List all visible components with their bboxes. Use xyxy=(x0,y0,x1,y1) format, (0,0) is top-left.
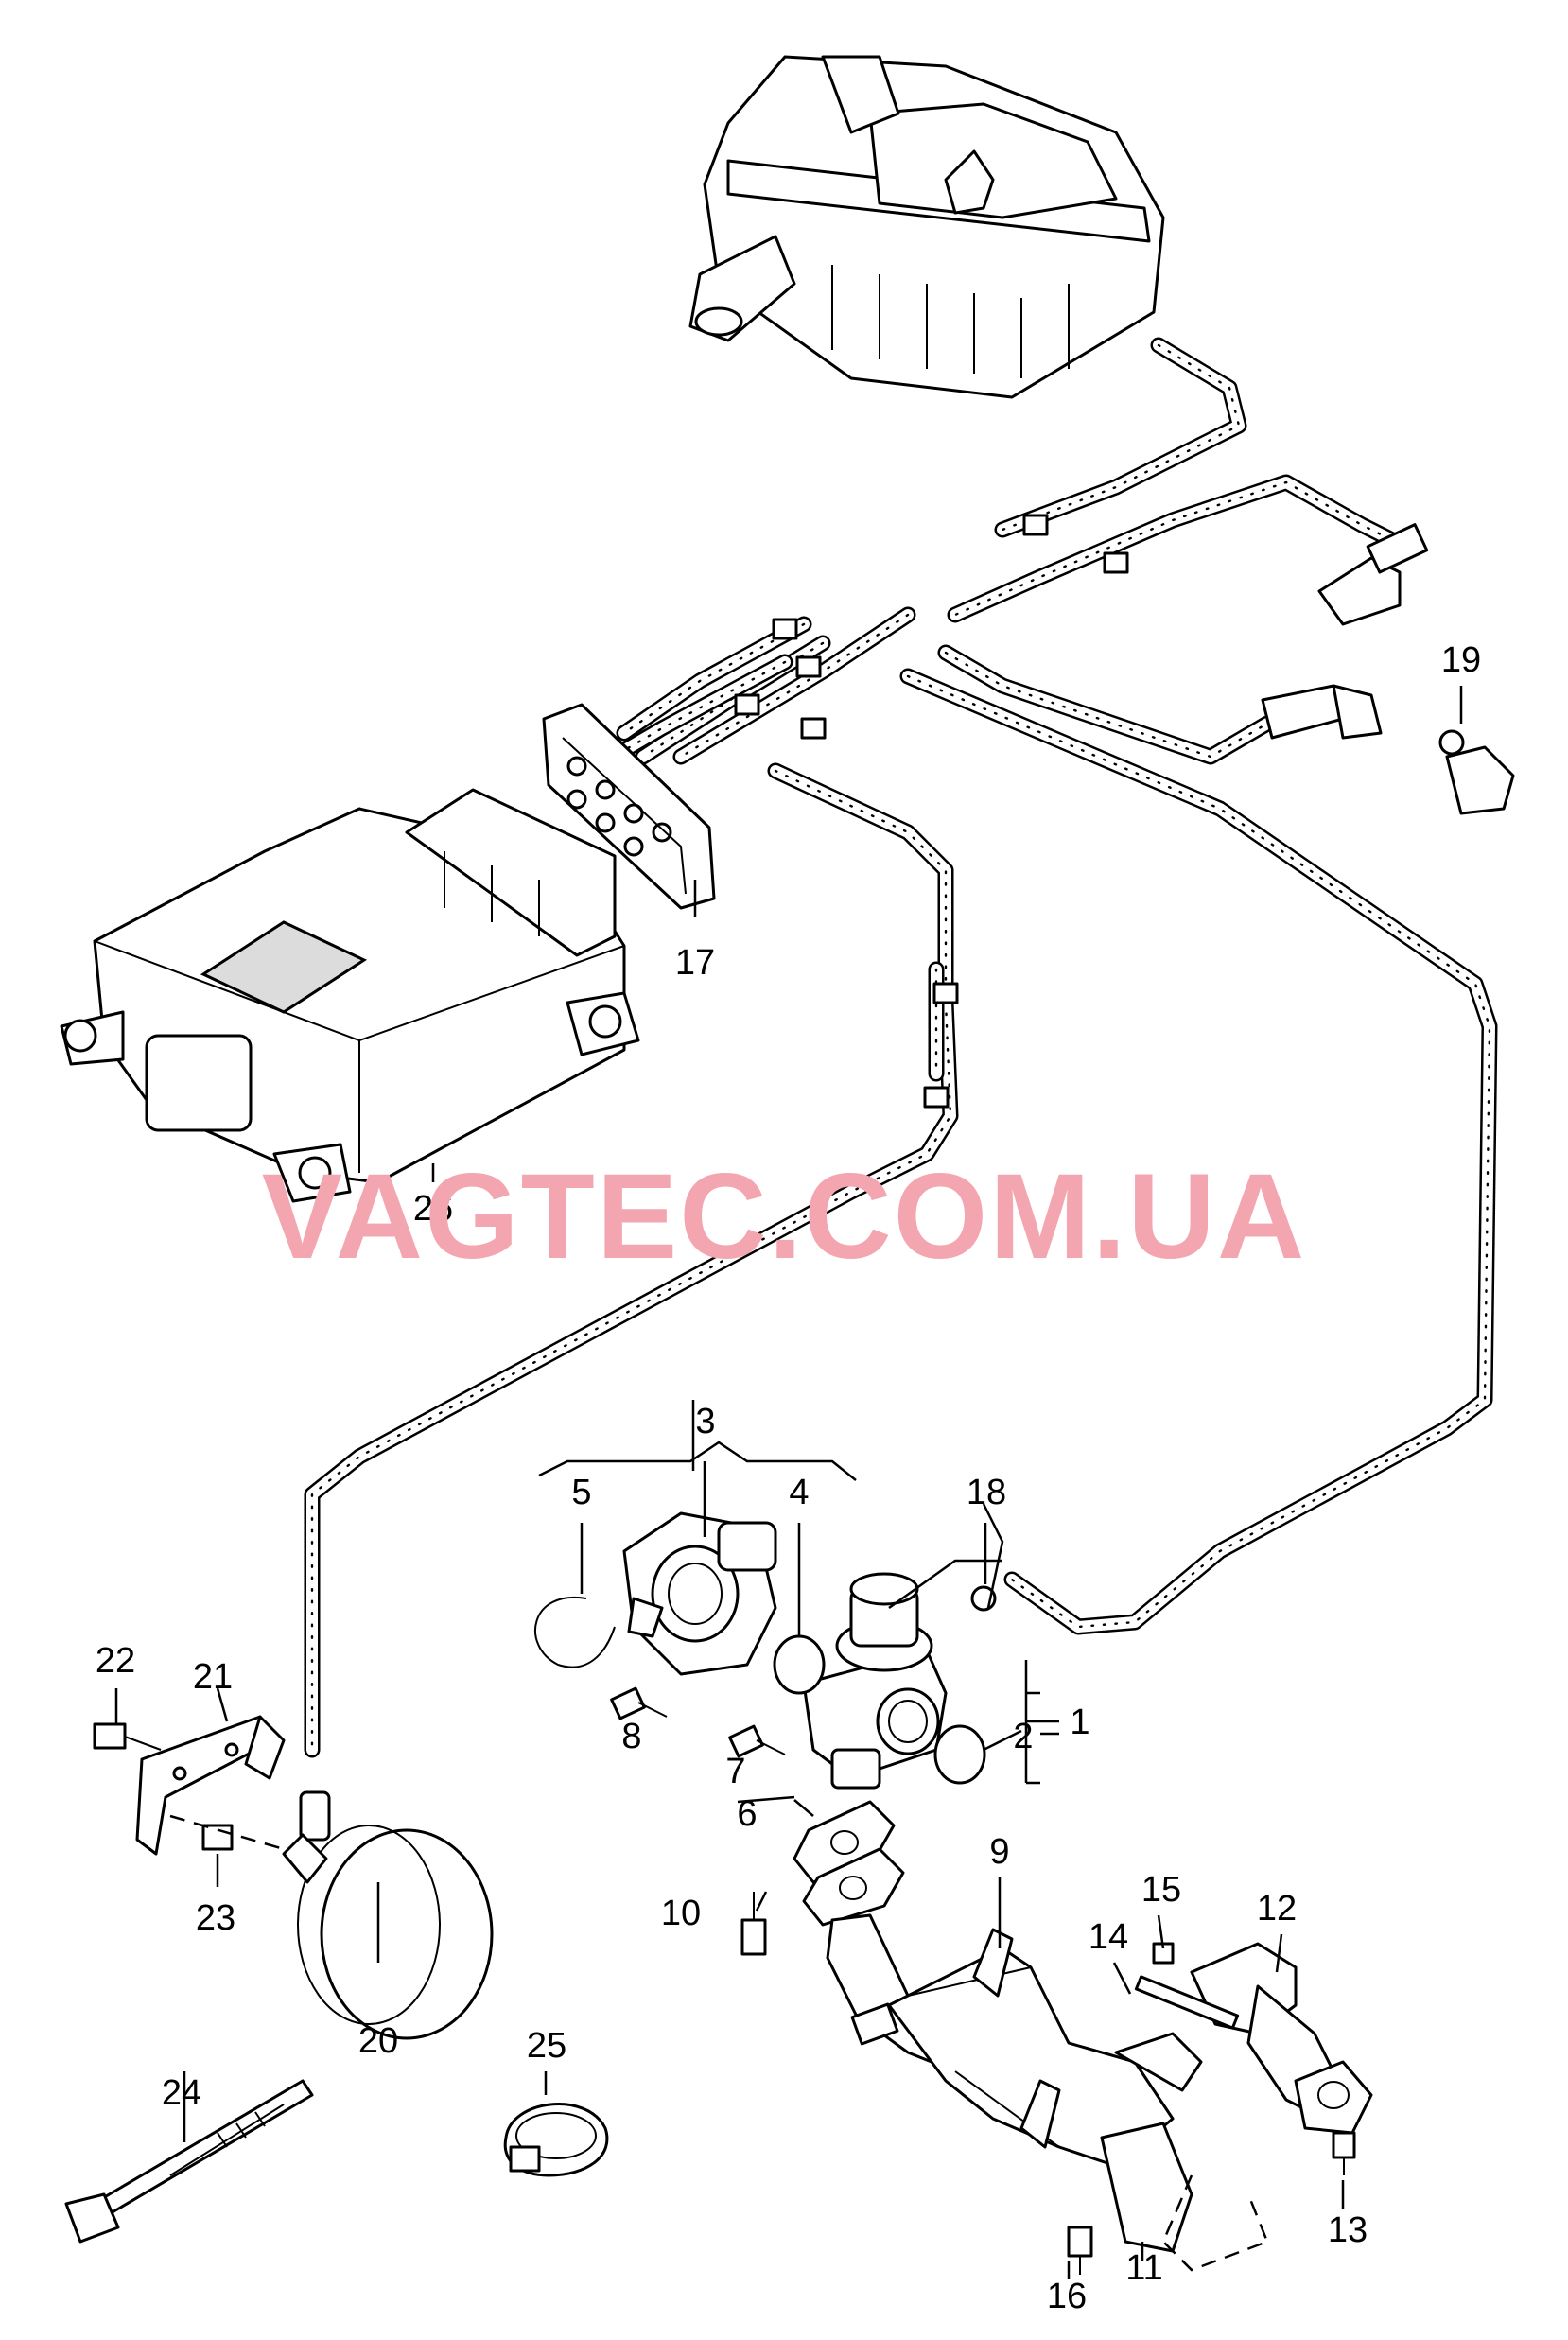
hose-clip xyxy=(503,2103,609,2177)
hose-clip-7 xyxy=(932,982,959,1004)
vacuum-hose-6-hose-dots xyxy=(603,660,787,763)
callout-26: 26 xyxy=(413,1189,453,1229)
leader-line-1 xyxy=(1024,1660,1059,1785)
callout-19: 19 xyxy=(1441,640,1481,680)
leader-line-13 xyxy=(1275,1933,1283,1973)
callout-16: 16 xyxy=(1047,2277,1087,2316)
vacuum-hose-3-hose-dots xyxy=(944,651,1269,759)
circlip-5 xyxy=(534,1596,616,1668)
watermark-text: VAGTEC.COM.UA xyxy=(262,1149,1307,1284)
mounting-bracket xyxy=(93,1715,286,1856)
vacuum-hose-1-hose-inner xyxy=(997,340,1245,535)
callout-7: 7 xyxy=(725,1752,745,1791)
hose-clip-8 xyxy=(923,1086,950,1109)
callout-20: 20 xyxy=(358,2021,398,2061)
callout-18: 18 xyxy=(967,1473,1006,1512)
egr-pipe-2 xyxy=(1190,1942,1373,2135)
bolts xyxy=(610,1686,1356,2275)
egr-pipe xyxy=(826,1913,1203,2253)
callout-3: 3 xyxy=(695,1402,715,1441)
callout-numbers: 1234567891011121314151617181920212223242… xyxy=(96,640,1481,2316)
vacuum-hose-8-hose-inner xyxy=(902,671,1495,1633)
hose-clip-2 xyxy=(1103,551,1129,574)
leader-line-15 xyxy=(1112,1962,1132,1995)
leader-line-8 xyxy=(793,1799,814,1817)
callout-24: 24 xyxy=(162,2073,201,2113)
vacuum-hose-7-hose-dots xyxy=(679,613,910,759)
hose-fitting-top xyxy=(1317,523,1429,626)
vacuum-hose-2-hose-dots xyxy=(953,480,1392,617)
callout-4: 4 xyxy=(789,1473,809,1512)
throttle-flange xyxy=(622,1511,777,1676)
callout-21: 21 xyxy=(193,1657,233,1697)
hose-clip-3 xyxy=(772,618,798,640)
vacuum-hose-5-hose-dots xyxy=(622,622,806,735)
callout-22: 22 xyxy=(96,1641,135,1681)
callout-2: 2 xyxy=(1013,1717,1033,1756)
air-filter-housing xyxy=(688,55,1165,399)
leader-line-23 xyxy=(216,1687,229,1722)
leader-line-3 xyxy=(983,1729,1022,1752)
callout-15: 15 xyxy=(1141,1870,1181,1910)
leader-line-9 xyxy=(737,1795,795,1804)
gasket-strip-14 xyxy=(1134,1975,1240,2030)
seal-ring-4 xyxy=(773,1634,826,1695)
egr-valve xyxy=(802,1572,948,1790)
connector-plug xyxy=(542,703,716,910)
callout-6: 6 xyxy=(737,1794,757,1834)
hose-clip-4 xyxy=(795,655,822,678)
gasket xyxy=(793,1800,905,1927)
gasket-11-guide xyxy=(1161,2174,1269,2272)
callout-14: 14 xyxy=(1089,1917,1128,1957)
leader-line-30 xyxy=(888,1559,1002,1610)
leader-line-29 xyxy=(982,1503,1004,1609)
callout-9: 9 xyxy=(989,1832,1009,1872)
callout-5: 5 xyxy=(571,1473,591,1512)
leader-line-4 xyxy=(538,1441,857,1481)
callout-leaders xyxy=(114,686,1463,2279)
seal-ring-2 xyxy=(933,1724,986,1785)
control-unit xyxy=(60,788,640,1203)
callout-1: 1 xyxy=(1070,1703,1089,1742)
leader-line-16 xyxy=(1157,1914,1165,1949)
callout-23: 23 xyxy=(196,1898,235,1938)
callout-8: 8 xyxy=(621,1717,641,1756)
hose-clip-1 xyxy=(1022,514,1049,536)
vacuum-reservoir xyxy=(282,1790,494,2040)
callout-12: 12 xyxy=(1257,1889,1297,1929)
callout-11: 11 xyxy=(1125,2248,1162,2288)
callout-10: 10 xyxy=(661,1894,701,1933)
hose-clip-5 xyxy=(734,693,760,716)
hose-clip-6 xyxy=(800,717,827,740)
vacuum-hoses xyxy=(304,337,1498,1758)
vacuum-hose-9-hose-inner xyxy=(306,765,956,1755)
callout-25: 25 xyxy=(527,2026,566,2066)
leader-line-11 xyxy=(755,1891,768,1912)
callout-13: 13 xyxy=(1328,2210,1368,2250)
cable-tie xyxy=(64,2079,314,2244)
hose-fitting-19 xyxy=(1261,684,1515,815)
callout-17: 17 xyxy=(675,943,715,983)
